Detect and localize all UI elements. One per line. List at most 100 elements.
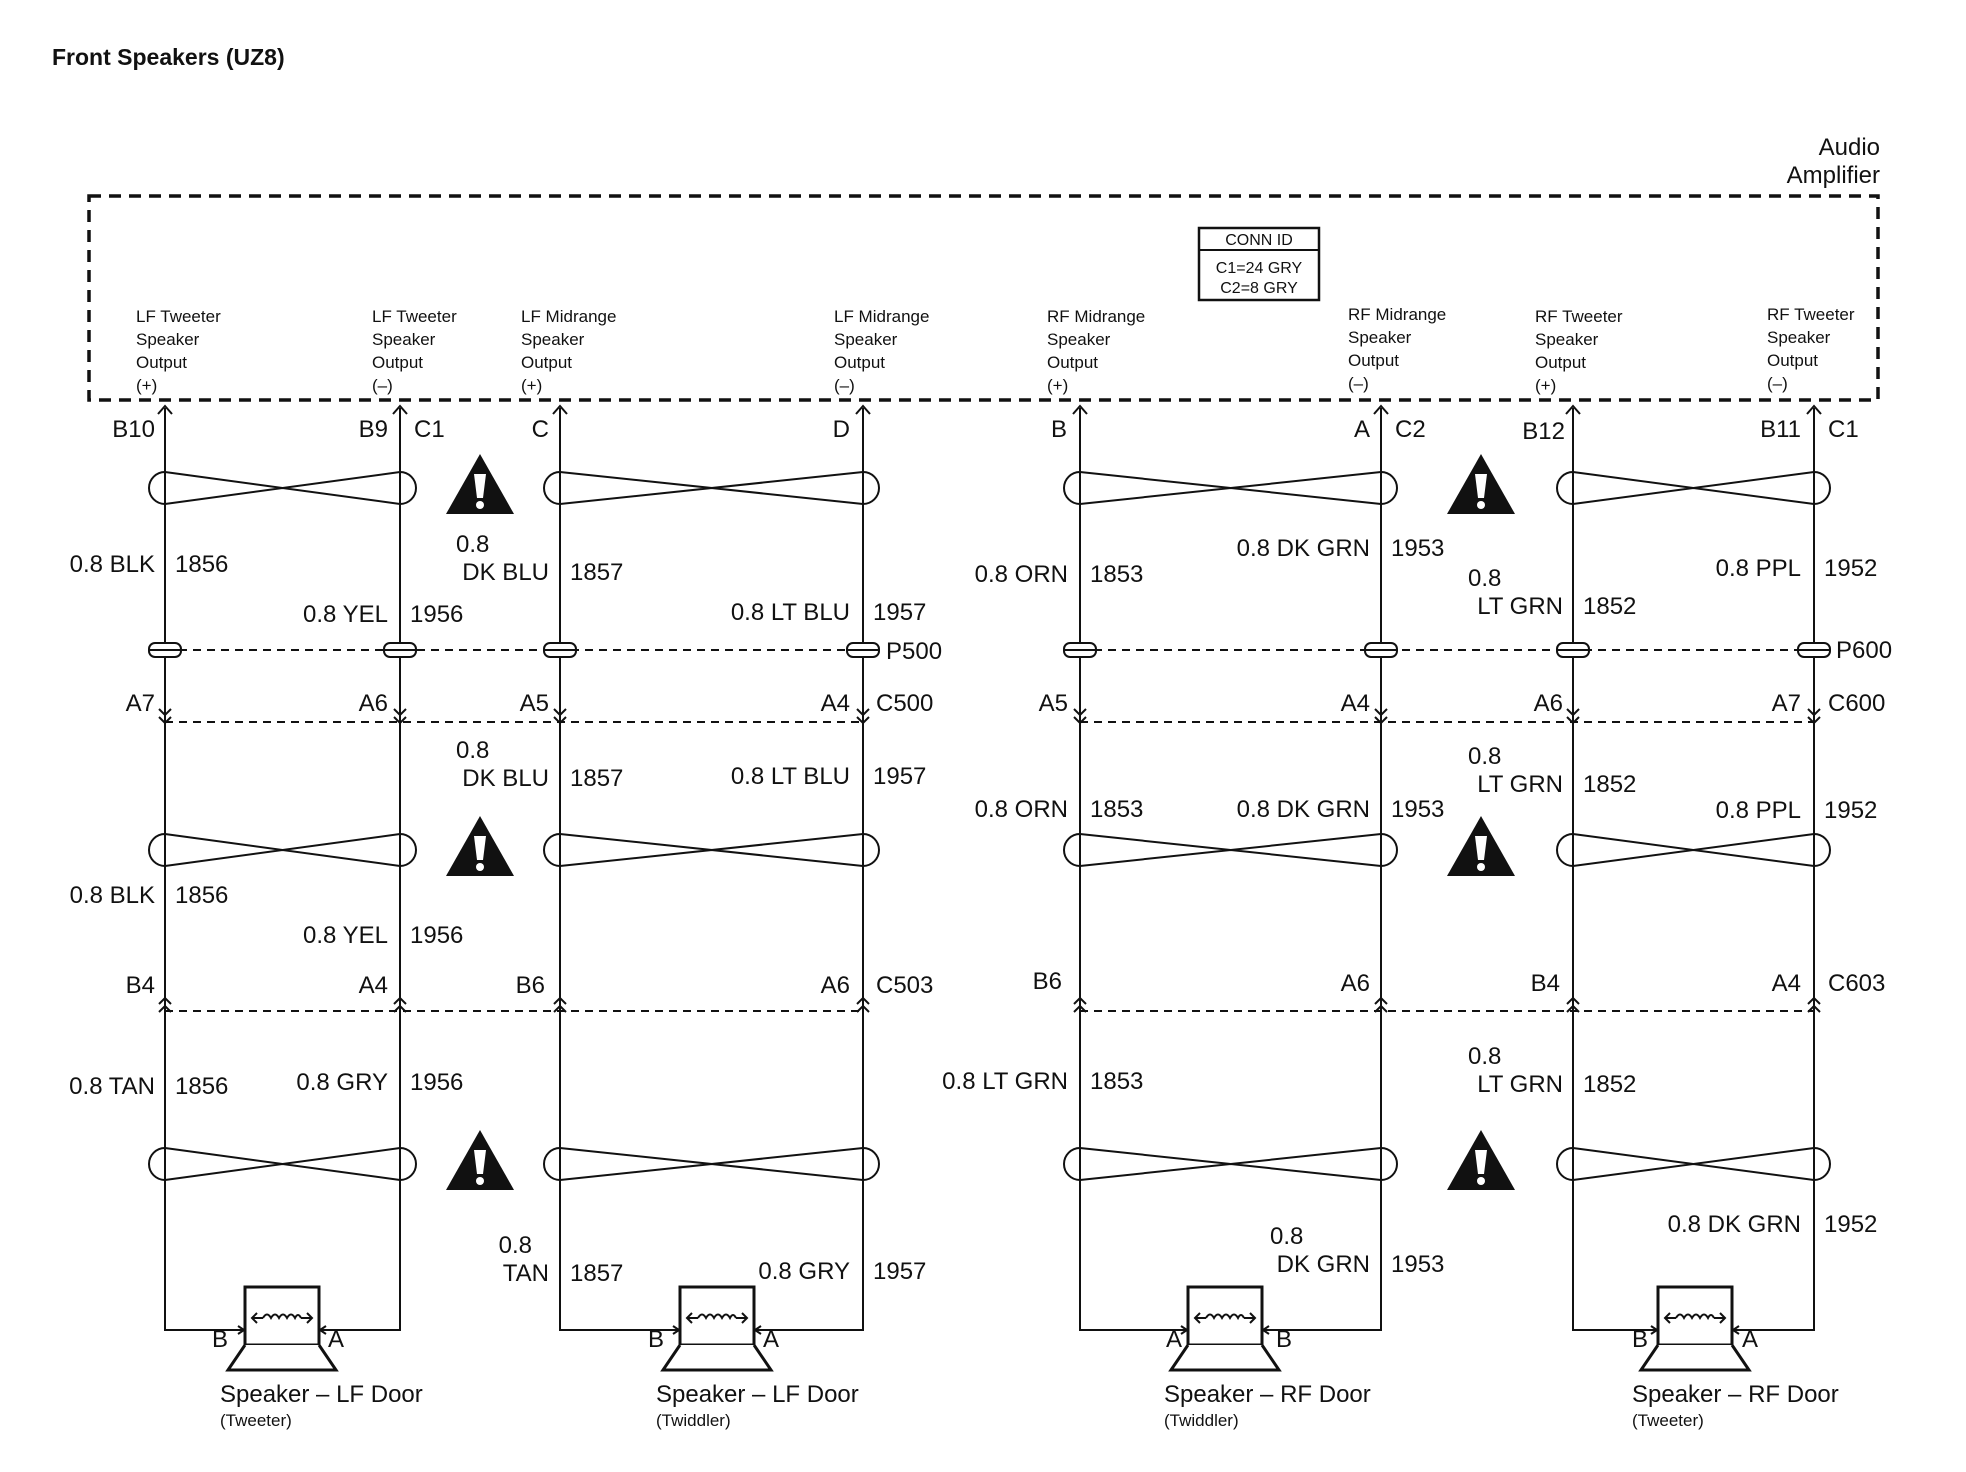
circuit-number: 1957	[873, 599, 926, 626]
wire-color: DK BLU	[462, 765, 549, 792]
circuit-number: 1956	[410, 601, 463, 628]
output-label: Speaker	[1767, 328, 1831, 347]
wire-color: 0.8 DK GRN	[1237, 796, 1370, 823]
circuit-number: 1857	[570, 765, 623, 792]
output-label: Speaker	[1348, 328, 1412, 347]
circuit-number: 1852	[1583, 771, 1636, 798]
pin-label: D	[833, 416, 850, 443]
pin-label: B9	[359, 416, 388, 443]
wire-gauge: 0.8	[499, 1232, 532, 1259]
speaker-pin: A	[763, 1326, 779, 1353]
output-label: Speaker	[1047, 330, 1111, 349]
component-name-line1: Audio	[1819, 134, 1880, 161]
wire-color: 0.8 ORN	[975, 561, 1068, 588]
output-label: Speaker	[1535, 330, 1599, 349]
output-label: (+)	[1535, 376, 1556, 395]
output-label: Output	[136, 353, 187, 372]
output-labels: LF Tweeter Speaker Output (+) LF Tweeter…	[136, 305, 1855, 395]
speaker-lf-door-tweeter: B A Speaker – LF Door (Tweeter)	[164, 1285, 423, 1430]
output-label: Output	[834, 353, 885, 372]
speaker-pin: B	[648, 1326, 664, 1353]
wire-color: 0.8 GRY	[296, 1069, 388, 1096]
wire-color: 0.8 DK GRN	[1237, 535, 1370, 562]
speaker-name: Speaker – LF Door	[220, 1381, 423, 1408]
output-label: Speaker	[834, 330, 898, 349]
conn-id-line2: C2=8 GRY	[1220, 280, 1298, 297]
circuit-number: 1952	[1824, 797, 1877, 824]
wire-color: 0.8 LT GRN	[942, 1068, 1068, 1095]
speaker-subtype: (Twiddler)	[1164, 1411, 1239, 1430]
wire-labels-seg1: 0.8 BLK 1856 0.8 YEL 1956 0.8 DK BLU 185…	[70, 531, 1878, 628]
circuit-number: 1956	[410, 1069, 463, 1096]
pin-label: A6	[821, 972, 850, 999]
output-label: Output	[1535, 353, 1586, 372]
output-label: (+)	[1047, 376, 1068, 395]
warning-triangle-icon	[1447, 1130, 1515, 1190]
speaker-pin: A	[328, 1326, 344, 1353]
bottom-pins: B4 A4 B6 A6 B6 A6 B4 A4	[126, 968, 1801, 999]
speaker-pin: A	[1166, 1326, 1182, 1353]
output-label: Output	[372, 353, 423, 372]
wire-gauge: 0.8	[456, 737, 489, 764]
pin-label: B6	[1033, 968, 1062, 995]
top-pin-chevrons	[157, 404, 1822, 415]
conn-id-header: CONN ID	[1225, 232, 1293, 249]
circuit-number: 1856	[175, 1073, 228, 1100]
output-label: RF Tweeter	[1535, 307, 1623, 326]
output-label: (–)	[834, 376, 855, 395]
circuit-number: 1953	[1391, 1251, 1444, 1278]
speaker-pin: B	[1632, 1326, 1648, 1353]
warning-triangle-icon	[446, 1130, 514, 1190]
circuit-number: 1953	[1391, 796, 1444, 823]
circuit-number: 1957	[873, 763, 926, 790]
wire-color: 0.8 YEL	[303, 601, 388, 628]
wire-gauge: 0.8	[1468, 743, 1501, 770]
circuit-number: 1857	[570, 559, 623, 586]
speaker-name: Speaker – RF Door	[1164, 1381, 1371, 1408]
wire-color: DK GRN	[1277, 1251, 1370, 1278]
connector-p500: P500	[886, 638, 942, 665]
speaker-subtype: (Tweeter)	[1632, 1411, 1704, 1430]
circuit-number: 1852	[1583, 593, 1636, 620]
speaker-rf-door-tweeter: B A Speaker – RF Door (Tweeter)	[1572, 1285, 1839, 1430]
top-pins: B10 B9 C1 C D B A C2 B12 B11 C1	[112, 416, 1858, 445]
circuit-number: 1952	[1824, 555, 1877, 582]
inline-splices	[148, 642, 1831, 658]
wire-color: 0.8 PPL	[1716, 797, 1801, 824]
speaker-subtype: (Tweeter)	[220, 1411, 292, 1430]
wire-color: 0.8 LT BLU	[731, 599, 850, 626]
wire-color: 0.8 DK GRN	[1668, 1211, 1801, 1238]
output-label: (–)	[1348, 374, 1369, 393]
pin-label: C	[532, 416, 549, 443]
speaker-pin: B	[1276, 1326, 1292, 1353]
wire-gauge: 0.8	[1270, 1223, 1303, 1250]
output-label: (–)	[372, 376, 393, 395]
connector-c500: C500	[876, 690, 933, 717]
output-label: Speaker	[136, 330, 200, 349]
output-label: RF Midrange	[1047, 307, 1145, 326]
c503-chevrons	[158, 996, 1821, 1013]
pin-label: A7	[1772, 690, 1801, 717]
connector-p600: P600	[1836, 637, 1892, 664]
circuit-number: 1852	[1583, 1071, 1636, 1098]
conn-id-line1: C1=24 GRY	[1216, 260, 1303, 277]
pin-label: A6	[1534, 690, 1563, 717]
circuit-number: 1853	[1090, 1068, 1143, 1095]
speaker-pin: B	[212, 1326, 228, 1353]
output-label: Output	[1348, 351, 1399, 370]
speaker-icon	[1168, 1285, 1282, 1372]
mid-pins: A7 A6 A5 A4 A5 A4 A6 A7	[126, 690, 1801, 717]
pin-label: B10	[112, 416, 155, 443]
wire-color: 0.8 BLK	[70, 551, 155, 578]
output-label: (+)	[136, 376, 157, 395]
warning-triangle-icon	[1447, 454, 1515, 514]
wires	[164, 408, 1815, 1315]
wire-color: DK BLU	[462, 559, 549, 586]
wire-color: LT GRN	[1477, 1071, 1563, 1098]
speaker-lf-door-twiddler: B A Speaker – LF Door (Twiddler)	[559, 1285, 864, 1430]
pin-label: C2	[1395, 416, 1426, 443]
twisted-pairs	[148, 470, 1831, 1182]
speaker-name: Speaker – RF Door	[1632, 1381, 1839, 1408]
speaker-rf-door-twiddler: A B Speaker – RF Door (Twiddler)	[1079, 1285, 1382, 1430]
speaker-icon	[660, 1285, 774, 1372]
